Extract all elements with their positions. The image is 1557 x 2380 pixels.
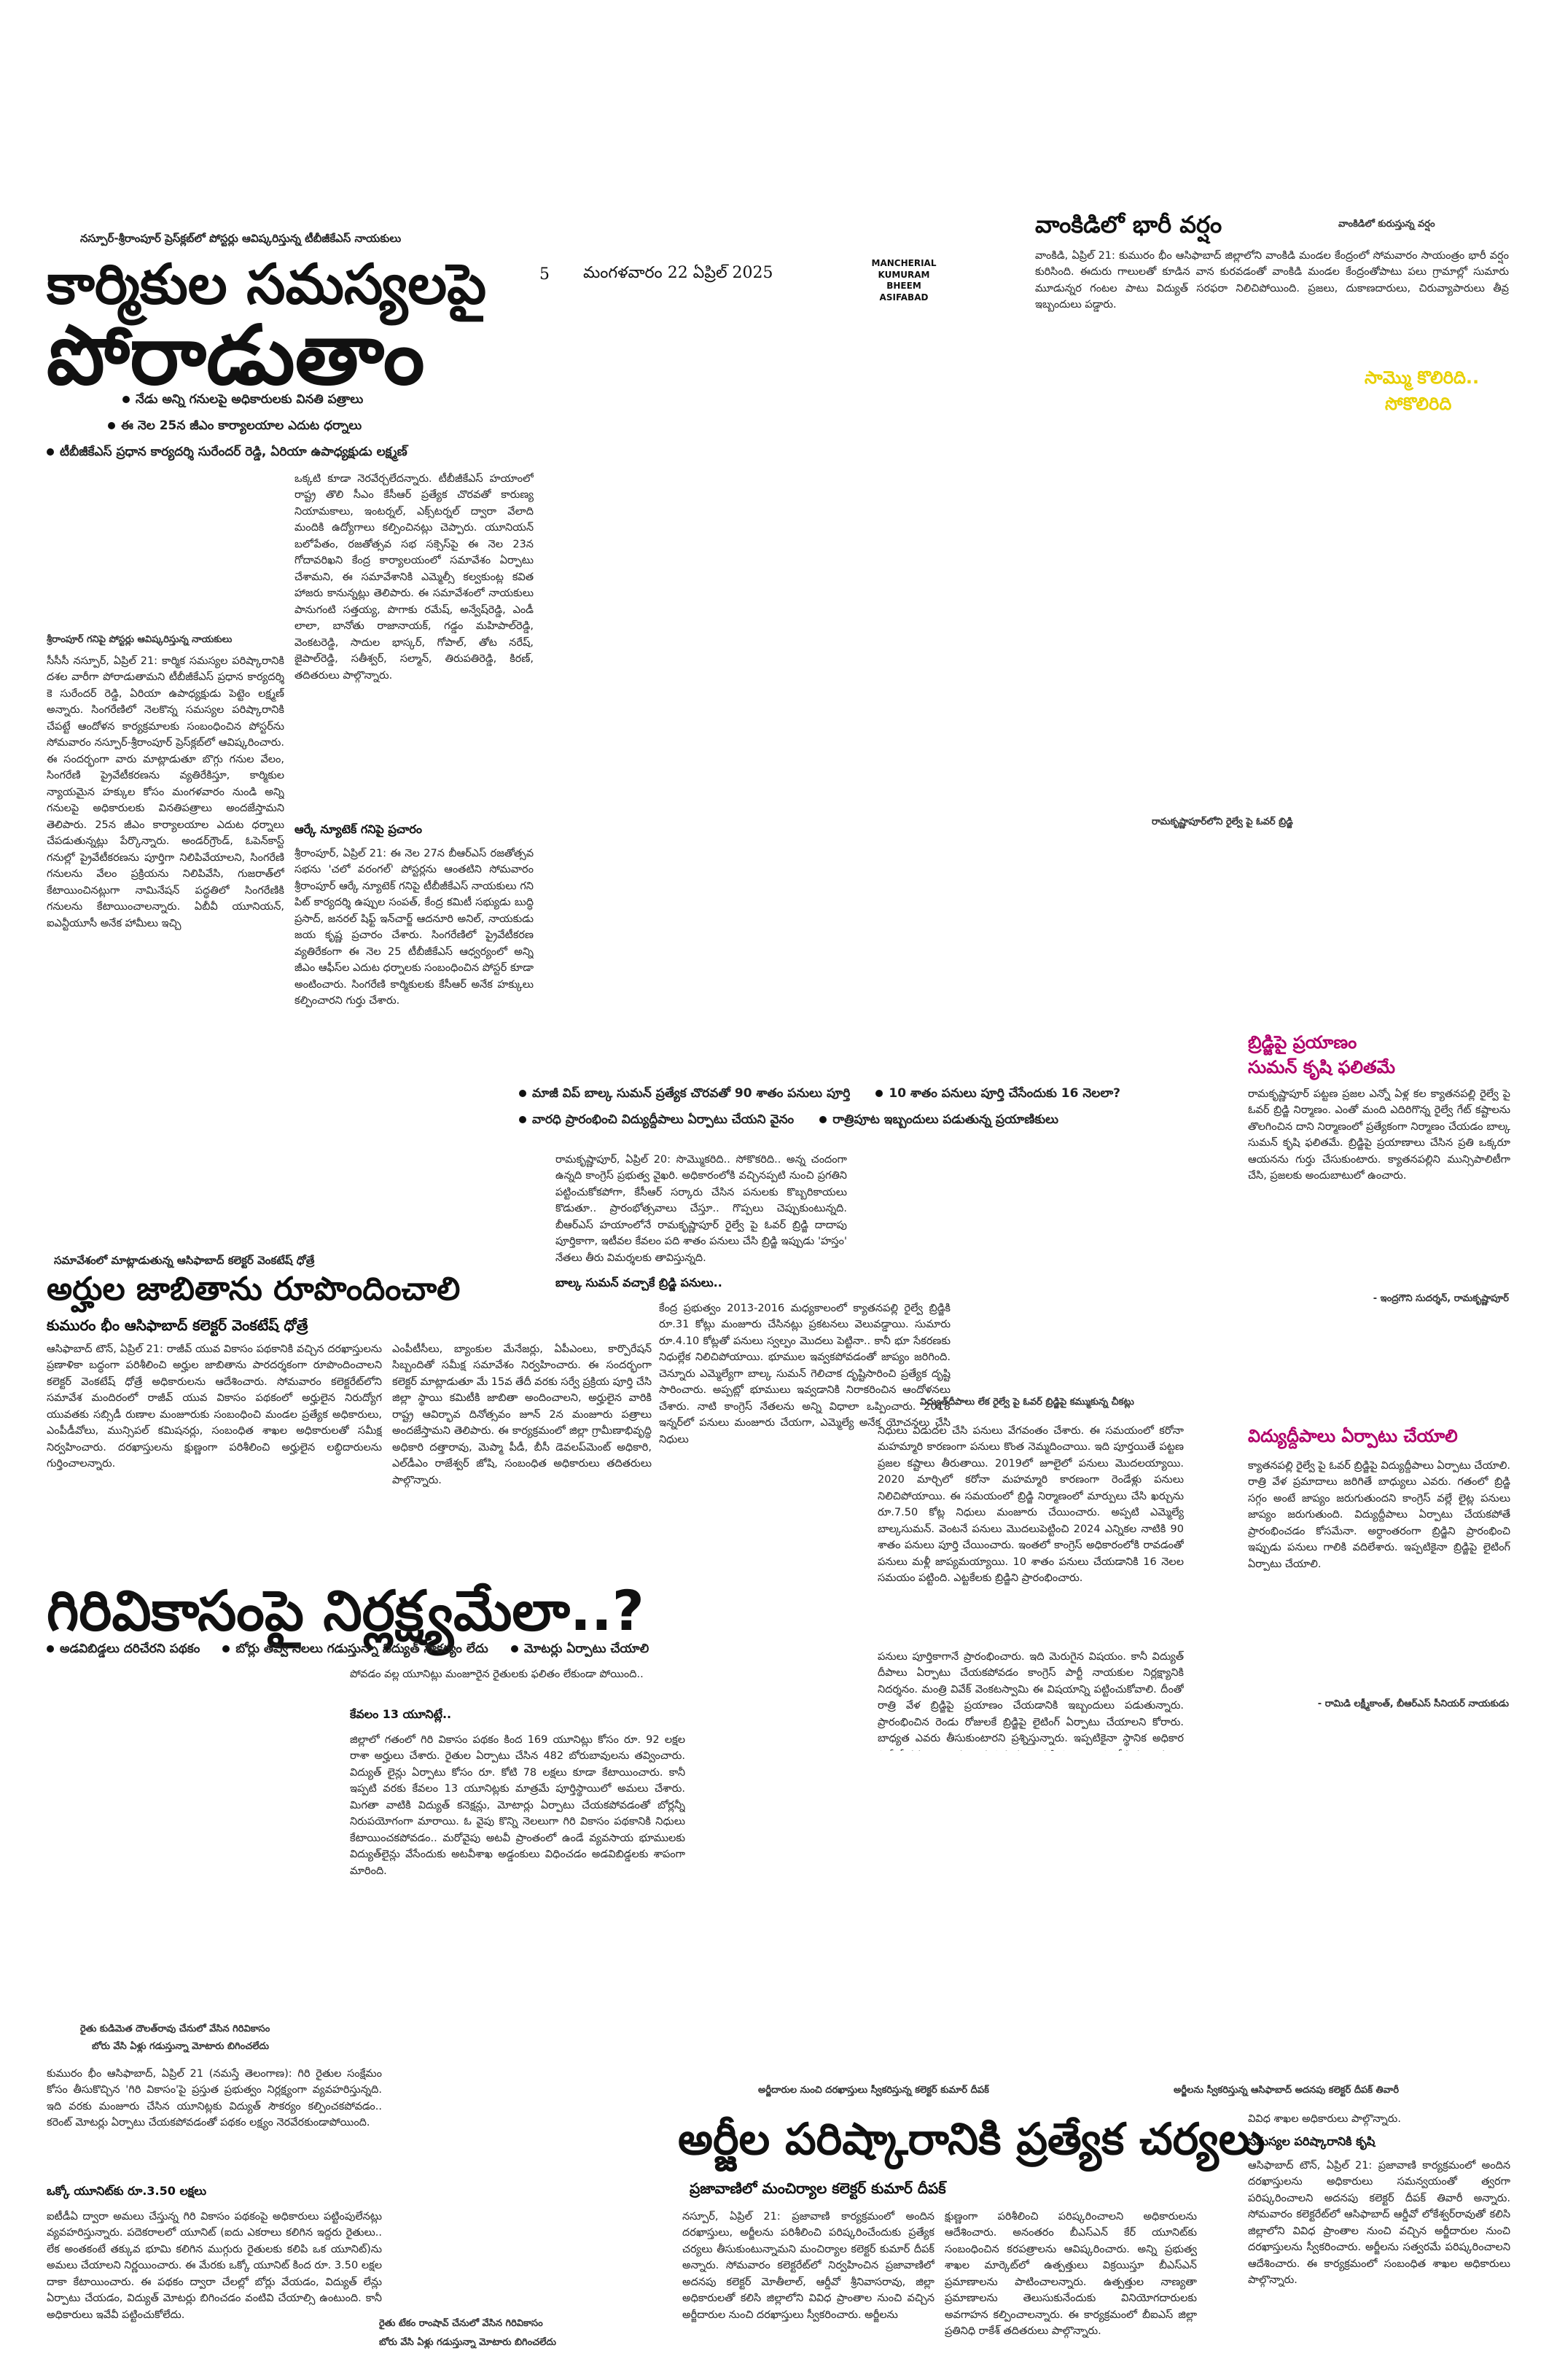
bridge-bullet: 10 శాతం పనులు పూర్తి చేసేందుకు 16 నెలలా?	[875, 1086, 1120, 1104]
lead-bullet: టీబీజీకేఎస్ ప్రధాన కార్యదర్శి సురేందర్ ర…	[47, 445, 593, 462]
lists-headline: అర్హుల జాబితాను రూపొందించాలి	[47, 1271, 461, 1308]
lead-photo-caption: శ్రీరాంపూర్ గనిపై పోస్టర్లు ఆవిష్కరిస్తు…	[47, 634, 233, 645]
grievance-subhead: ప్రజావాణిలో మంచిర్యాల కలెక్టర్ కుమార్ దీ…	[690, 2180, 946, 2197]
tribal-headline: గిరివికాసంపై నిర్లక్ష్యమేలా..?	[47, 1578, 644, 1643]
bridge-column-a: కేంద్ర ప్రభుత్వం 2013-2016 మధ్యకాలంలో క్…	[659, 1303, 951, 1445]
lead-headline-1: కార్మికుల సమస్యలపై	[47, 251, 487, 316]
tribal-body-1: జిల్లాలో గతంలో గిరి వికాసం పథకం కింద 169…	[350, 1734, 685, 1877]
sidebar-signature-1: - ఇంద్రగౌని సుదర్శన్, రామకృష్ణాపూర్	[1373, 1293, 1509, 1304]
tagline-line-1: సామ్మొ కొలిరిది..	[1365, 367, 1480, 388]
bridge-column-c: నిధులు విడుదల చేసి పనులు వేగవంతం చేశారు.…	[878, 1425, 1184, 1585]
sidebar-headline-1a: బ్రిడ్జిపై ప్రయాణం	[1248, 1032, 1357, 1053]
bridge-photo-caption: రామకృష్ణాపూర్‌లోని రైల్వే పై ఓవర్ బ్రిడ్…	[1152, 816, 1293, 827]
tribal-bullet: మోటర్లు ఏర్పాటు చేయాలి	[510, 1642, 649, 1659]
grievance-column-3b: ఆసిఫాబాద్ టౌన్, ఏప్రిల్ 21: ప్రజావాణి కా…	[1248, 2160, 1510, 2287]
bridge-bullets-row-2: వారధి ప్రారంభించి విద్యుద్దీపాలు ఏర్పాటు…	[519, 1112, 1248, 1133]
bridge-dark-photo-caption: విద్యుత్‌దీపాలు లేక రైల్వే పై ఓవర్ బ్రిడ…	[920, 1397, 1134, 1408]
tribal-bullets: అడవిబిడ్డలు దరిచేరని పథకం బోర్లు తవ్వి న…	[47, 1642, 848, 1662]
tribal-column-2: కుమురం భీం ఆసిఫాబాద్, ఏప్రిల్ 21 (నమస్తే…	[47, 2068, 382, 2129]
lead-subhead: ఆర్కే న్యూటెక్ గనిపై ప్రచారం	[294, 822, 422, 836]
tribal-photo-caption-1b: బోరు వేసి ఏళ్లు గడుస్తున్నా మోటారు బిగిం…	[92, 2041, 269, 2052]
tagline-line-2: సోకొలిరిది	[1385, 394, 1452, 414]
rain-photo-caption: వాంకిడిలో కురుస్తున్న వర్షం	[1338, 219, 1435, 230]
grievance-column-1: నస్పూర్, ఏప్రిల్ 21: ప్రజావాణి కార్యక్రమ…	[682, 2211, 934, 2321]
tribal-bullet: అడవిబిడ్డలు దరిచేరని పథకం	[47, 1642, 200, 1659]
bridge-intro: రామకృష్ణాపూర్, ఏప్రిల్ 20: సొమ్మొకరిది..…	[555, 1154, 847, 1264]
issue-date: మంగళవారం 22 ఏప్రిల్ 2025	[583, 264, 773, 282]
tribal-photo-caption-2: రైతు టేకం రాంషావ్ చేనులో వేసిన గిరివికాస…	[379, 2318, 543, 2329]
rain-headline: వాంకిడిలో భారీ వర్షం	[1035, 211, 1222, 238]
lead-column-2: ఒక్కటి కూడా నెరవేర్చలేదన్నారు. టీబీజీకేఎ…	[294, 473, 534, 682]
region-line: ASIFABAD	[879, 292, 929, 303]
tribal-column-3: ఐటీడీఏ ద్వారా అమలు చేస్తున్న గిరి వికాసం…	[47, 2211, 382, 2321]
tribal-photo-caption-2b: బోరు వేసి ఏళ్లు గడుస్తున్నా మోటారు బిగిం…	[379, 2337, 556, 2348]
tribal-subhead-2: ఒక్కో యూనిట్‌కు రూ.3.50 లక్షలు	[47, 2184, 207, 2198]
grievance-column-3a: వివిధ శాఖల అధికారులు పాల్గొన్నారు.	[1248, 2113, 1401, 2125]
lead-bullet: నేడు అన్ని గనులపై అధికారులకు వినతి పత్రా…	[122, 392, 574, 410]
grievance-kicker-left: అర్జీదారుల నుంచి దరఖాస్తులు స్వీకరిస్తున…	[758, 2085, 989, 2096]
lists-column-b: ఎంపీటీసీలు, బ్యాంకుల మేనేజర్లు, ఏపీఎంలు,…	[392, 1343, 652, 1486]
lead-headline-2: పోరాడుతాం	[47, 308, 425, 403]
lists-subhead: కుమురం భీం ఆసిఫాబాద్ కలెక్టర్ వెంకటేష్ ధ…	[47, 1316, 308, 1334]
edition-region: MANCHERIAL KUMURAM BHEEM ASIFABAD	[860, 258, 948, 303]
region-line: KUMURAM BHEEM	[878, 269, 930, 292]
lead-kicker: నస్పూర్-శ్రీరాంపూర్ ప్రెస్‌క్లబ్‌లో పోస్…	[80, 232, 402, 245]
grievance-kicker-right: అర్జీలను స్వీకరిస్తున్న ఆసిఫాబాద్ అదనపు …	[1174, 2085, 1400, 2096]
rain-body: వాంకిడి, ఏప్రిల్ 21: కుమురం భీం ఆసిఫాబాద…	[1035, 250, 1509, 311]
grievance-column-2: క్షుణ్ణంగా పరిశీలించి పరిష్కరించాలని అధి…	[945, 2211, 1197, 2338]
sidebar-body-1: రామకృష్ణాపూర్ పట్టణ ప్రజల ఎన్నో ఏళ్ల కల …	[1248, 1088, 1510, 1182]
bridge-column-d: పనులు పూర్తికాగానే ప్రారంభించారు. ఇది మె…	[878, 1651, 1184, 1751]
bridge-bullets-row-1: మాజీ విప్ బాల్క సుమన్ ప్రత్యేక చొరవతో 90…	[519, 1086, 1248, 1107]
bridge-bullet: వారధి ప్రారంభించి విద్యుద్దీపాలు ఏర్పాటు…	[519, 1112, 794, 1130]
sidebar-headline-2: విద్యుద్దీపాలు ఏర్పాటు చేయాలి	[1248, 1426, 1458, 1446]
sidebar-headline-1b: సుమన్ కృషి ఫలితమే	[1248, 1057, 1396, 1077]
tribal-top-para: పోవడం వల్ల యూనిట్లు మంజూరైన రైతులకు ఫలిత…	[350, 1669, 644, 1680]
tribal-subhead-1: కేవలం 13 యూనిట్లే..	[350, 1707, 452, 1721]
bridge-bullet: మాజీ విప్ బాల్క సుమన్ ప్రత్యేక చొరవతో 90…	[519, 1086, 850, 1104]
grievance-headline: అర్జీల పరిష్కారానికి ప్రత్యేక చర్యలు	[678, 2114, 1265, 2165]
page-number: 5	[539, 265, 550, 284]
grievance-subhead-3: సమస్యల పరిష్కారానికి కృషి	[1248, 2134, 1375, 2148]
lead-column-1: సీసీసీ నస్పూర్, ఏప్రిల్ 21: కార్మిక సమస్…	[47, 655, 284, 929]
sidebar-signature-2: - రామిడి లక్ష్మీకాంత్, బీఆర్ఎస్ సీనియర్ …	[1317, 1698, 1509, 1709]
lead-column-2b: శ్రీరాంపూర్, ఏప్రిల్ 21: ఈ నెల 27న బీఆర్…	[294, 848, 534, 1007]
lead-bullet: ఈ నెల 25న జీఎం కార్యాలయాల ఎదుట ధర్నాలు	[108, 418, 574, 436]
tribal-photo-caption-1: రైతు కుడిమెత దౌలత్‌రావు చేనులో వేసిన గిర…	[80, 2024, 270, 2034]
tribal-bullet: బోర్లు తవ్వి నెలలు గడుస్తున్నా విద్యుత్ …	[222, 1642, 488, 1659]
sidebar-body-2: క్యాతనపల్లి రైల్వే పై ఓవర్ బ్రిడ్జిపై వి…	[1248, 1460, 1510, 1570]
bridge-subhead: బాల్క సుమన్ వచ్చాకే బ్రిడ్జి పనులు..	[555, 1276, 722, 1290]
region-line: MANCHERIAL	[871, 258, 937, 268]
bridge-bullet: రాత్రిపూట ఇబ్బందులు పడుతున్న ప్రయాణికులు	[819, 1112, 1058, 1130]
lists-body: ఆసిఫాబాద్ టౌన్, ఏప్రిల్ 21: రాజీవ్ యువ వ…	[47, 1343, 382, 1470]
lists-kicker: సమావేశంలో మాట్లాడుతున్న ఆసిఫాబాద్ కలెక్ట…	[54, 1254, 315, 1267]
